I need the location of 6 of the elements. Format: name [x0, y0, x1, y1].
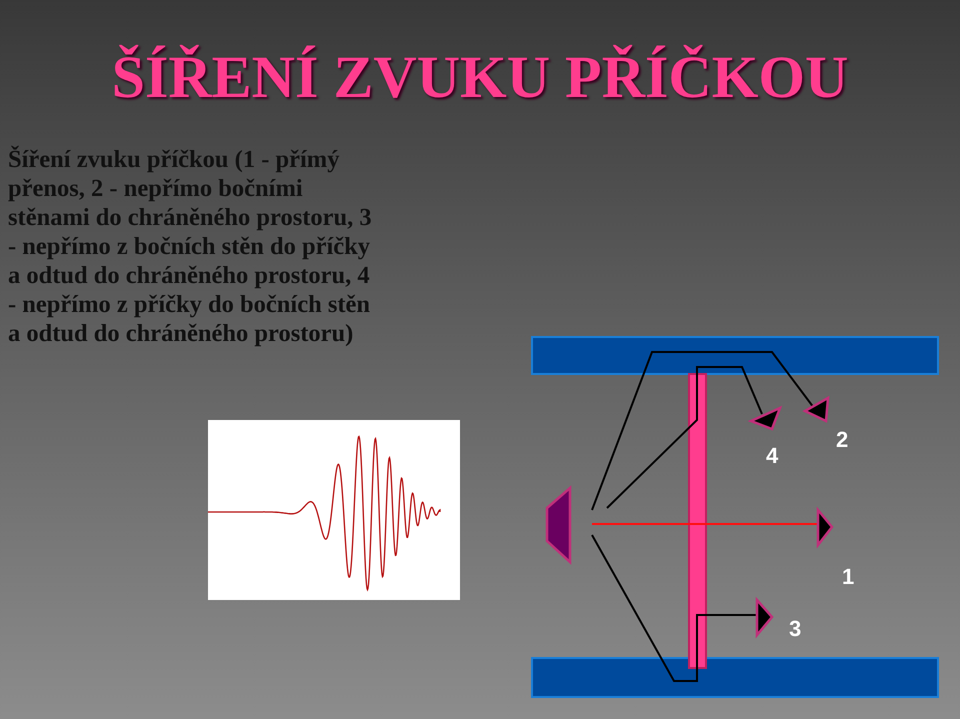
callout-number: 2 [836, 428, 848, 452]
title: ŠÍŘENÍ ZVUKU PŘÍČKOU [110, 43, 850, 112]
callout-number: 1 [842, 565, 854, 589]
description-text: Šíření zvuku příčkou (1 - přímý přenos, 2 - nepřímo bočními stěnami do chráněného prostoru, 3 - nepřímo z bočních stěn do příčky a odtud do chráněného prostoru, 4 - nepřímo z příčky do bočních stěn a odtud do chráněného prostoru) [8, 145, 373, 348]
callout-number: 4 [766, 444, 778, 468]
callout-number: 3 [789, 617, 802, 641]
